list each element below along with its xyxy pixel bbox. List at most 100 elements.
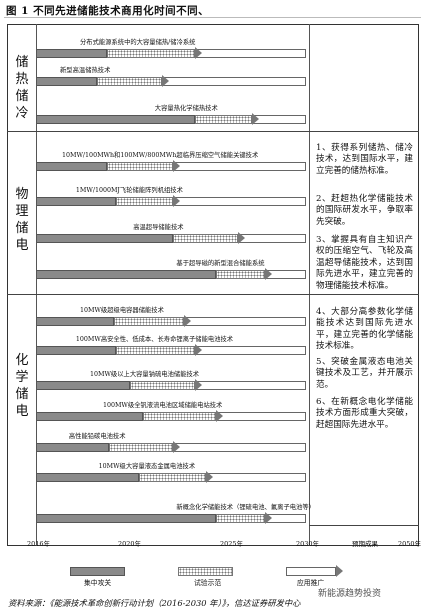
title-divider xyxy=(4,17,421,18)
expected-results-label: 预期成果 xyxy=(352,540,378,548)
results-column-divider xyxy=(309,24,310,546)
bar-label: 10MW级以上大容量钠硫电池储能技术 xyxy=(90,371,200,378)
bar-segment-application xyxy=(205,473,306,482)
watermark: 新能源趋势投资 xyxy=(318,589,382,599)
bar-label: 100MW级全钒液流电池区域储能电站技术 xyxy=(102,402,223,409)
bar-segment-pilot-demo xyxy=(130,381,195,390)
section-divider-1 xyxy=(7,131,419,132)
section-divider-results xyxy=(309,525,419,526)
arrow-right-icon xyxy=(184,315,191,327)
arrow-right-icon xyxy=(162,75,170,87)
result-item-3: 3、掌握具有自主知识产权的压缩空气、飞轮及高温超导储能技术，达到国际先进水平，建… xyxy=(316,235,413,291)
bar-segment-application xyxy=(238,234,306,243)
label-column-divider xyxy=(36,24,37,546)
arrow-right-icon xyxy=(265,268,273,280)
bar-segment-pilot-demo xyxy=(115,197,174,206)
bar-label: 基于超导磁的新型混合储能系统 xyxy=(176,260,265,267)
year-2016: 2016年 xyxy=(27,540,51,548)
source-note: 资料来源：《能源技术革命创新行动计划（2016-2030 年）》，信达证券研发中… xyxy=(8,598,301,608)
legend-swatch-focused-research xyxy=(70,567,125,576)
bar-segment-focused-research xyxy=(36,443,109,452)
arrow-right-icon xyxy=(173,160,181,172)
bar-segment-pilot-demo xyxy=(138,473,206,482)
year-2020: 2020年 xyxy=(118,540,142,548)
bar-segment-application xyxy=(173,197,306,206)
bar-segment-pilot-demo xyxy=(216,514,266,523)
section-label-thermal-storage: 储热储冷 xyxy=(15,55,29,121)
bar-segment-pilot-demo xyxy=(106,162,174,171)
bar-segment-pilot-demo xyxy=(108,443,174,452)
bar-segment-application xyxy=(194,346,306,355)
bar-segment-focused-research xyxy=(36,514,217,523)
bar-segment-focused-research xyxy=(36,115,195,124)
bar-label: 新概念化学储能技术（锂硫电池、氟离子电池等） xyxy=(176,504,315,511)
bar-segment-application xyxy=(162,77,306,86)
bar-segment-pilot-demo xyxy=(194,115,252,124)
bar-label: 10MW级大容量液态金属电池技术 xyxy=(98,463,196,470)
bar-segment-pilot-demo xyxy=(106,49,195,58)
arrow-right-icon xyxy=(216,410,224,422)
arrow-right-icon xyxy=(194,47,202,59)
bar-segment-application xyxy=(173,162,306,171)
bar-segment-focused-research xyxy=(36,270,217,279)
arrow-right-icon xyxy=(251,113,259,125)
bar-segment-pilot-demo xyxy=(97,77,163,86)
bar-segment-application xyxy=(194,381,306,390)
result-item-4: 4、大部分高参数化学储能技术达到国际先进水平，建立完善的化学储能技术标准。 xyxy=(316,307,413,352)
year-2050: 2050年 xyxy=(398,540,422,548)
section-divider-2 xyxy=(7,294,419,295)
legend-label-focused-research: 集中攻关 xyxy=(84,579,112,587)
result-item-6: 6、在新概念电化学储能技术方面形成重大突破，赶超国际先进水平。 xyxy=(316,397,413,430)
bar-segment-pilot-demo xyxy=(216,270,266,279)
bar-segment-pilot-demo xyxy=(115,346,195,355)
result-item-5: 5、突破金属液态电池关键技术及工艺，并开展示范。 xyxy=(316,357,413,390)
section-label-physical-storage: 物理储电 xyxy=(15,187,29,253)
bar-label: 10MW/100MWh和100MW/800MWh超临界压缩空气储能关键技术 xyxy=(62,152,259,159)
arrow-right-icon xyxy=(173,441,181,453)
bar-segment-application xyxy=(194,49,306,58)
arrow-right-icon xyxy=(194,344,202,356)
bar-segment-focused-research xyxy=(36,317,114,326)
legend-label-application: 应用推广 xyxy=(297,579,325,587)
bar-segment-focused-research xyxy=(36,473,139,482)
bar-segment-application xyxy=(173,443,306,452)
result-item-1: 1、获得系列储热、储冷技术，达到国际水平，建立完善的储热标准。 xyxy=(316,143,413,176)
bar-segment-focused-research xyxy=(36,234,174,243)
bar-segment-pilot-demo xyxy=(173,234,238,243)
year-2030: 2030年 xyxy=(296,540,320,548)
bar-label: 1MW/1000MJ飞轮储能阵列机组技术 xyxy=(75,187,183,194)
bar-segment-focused-research xyxy=(36,77,98,86)
bar-label: 高温超导储能技术 xyxy=(133,224,184,231)
arrow-right-icon xyxy=(265,512,273,524)
bar-segment-focused-research xyxy=(36,49,107,58)
figure-title: 图 1 不同先进储能技术商用化时间不同、 xyxy=(6,5,210,17)
result-item-2: 2、赶超热化学储能技术的国际研发水平，争取率先突破。 xyxy=(316,194,413,227)
section-label-chemical-storage: 化学储电 xyxy=(15,353,29,419)
legend-label-pilot-demo: 试验示范 xyxy=(194,579,222,587)
year-2025: 2025年 xyxy=(220,540,244,548)
bar-segment-application xyxy=(184,317,306,326)
legend-swatch-pilot-demo xyxy=(178,567,233,576)
arrow-right-icon xyxy=(194,379,202,391)
arrow-right-icon xyxy=(238,232,245,244)
arrow-right-icon xyxy=(173,195,181,207)
bar-label: 大容量热化学储热技术 xyxy=(154,105,218,112)
bar-label: 新型高温储热技术 xyxy=(60,67,111,74)
bar-segment-focused-research xyxy=(36,197,116,206)
bar-segment-pilot-demo xyxy=(113,317,184,326)
bar-label: 100MW高安全性、低成本、长寿命锂离子储能电池技术 xyxy=(75,336,234,343)
bar-segment-application xyxy=(216,412,306,421)
bar-segment-focused-research xyxy=(36,412,143,421)
bar-segment-application xyxy=(251,115,306,124)
diagram-frame xyxy=(7,24,419,546)
bar-segment-pilot-demo xyxy=(142,412,217,421)
legend-arrow-icon xyxy=(336,565,343,577)
bar-segment-focused-research xyxy=(36,346,116,355)
bar-segment-focused-research xyxy=(36,381,130,390)
arrow-right-icon xyxy=(205,471,213,483)
bar-label: 分布式能源系统中的大容量储热/储冷系统 xyxy=(80,39,196,46)
bar-label: 高性能铅碳电池技术 xyxy=(68,433,126,440)
bar-segment-focused-research xyxy=(36,162,107,171)
bar-label: 10MW级超级电容器储能技术 xyxy=(80,307,164,314)
legend-swatch-application xyxy=(286,567,336,576)
